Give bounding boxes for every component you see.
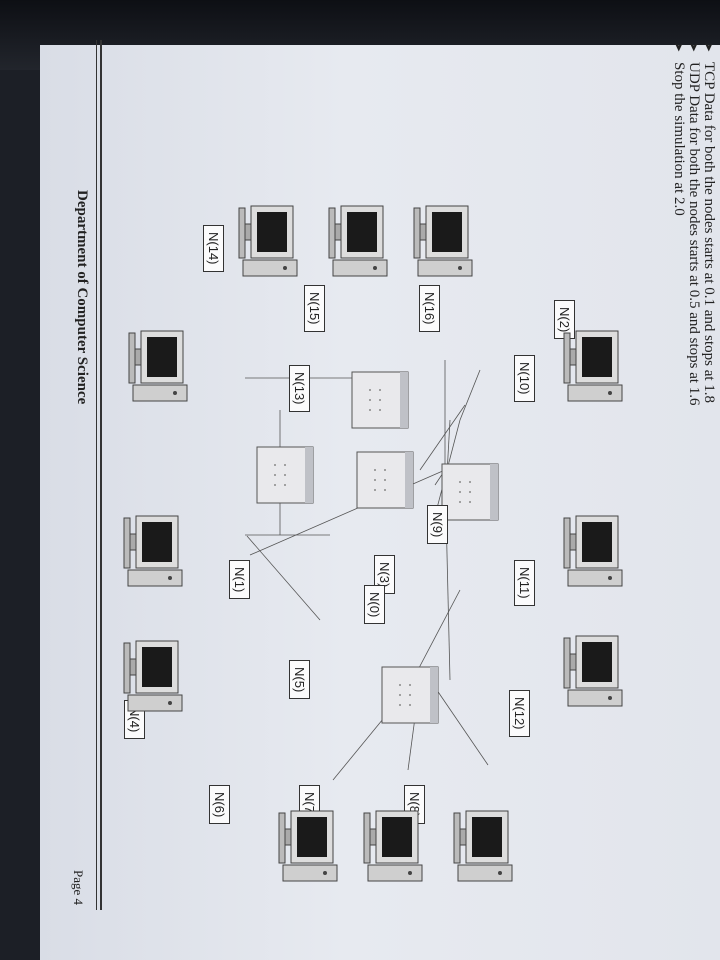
node-label-n9: N(9) [427, 505, 448, 545]
node-label-n6: N(6) [209, 785, 230, 825]
router-n13 [345, 370, 410, 430]
computer-icon [453, 810, 513, 882]
node-label-n15: N(15) [304, 285, 325, 332]
computer-icon [328, 205, 388, 277]
node-label-n5: N(5) [289, 660, 310, 700]
node-label-n12: N(12) [509, 690, 530, 737]
pc-n6 [445, 805, 530, 885]
node-label-n10: N(10) [514, 355, 535, 402]
computer-icon [278, 810, 338, 882]
pc-n15 [320, 200, 405, 280]
link [246, 535, 321, 621]
node-label-n13: N(13) [289, 365, 310, 412]
node-label-n1: N(1) [229, 560, 250, 600]
computer-icon [413, 205, 473, 277]
department-footer: Department of Computer Science [74, 190, 90, 405]
router-icon [356, 451, 414, 509]
router-n1 [435, 462, 500, 522]
computer-icon [123, 640, 183, 712]
computer-icon [563, 330, 623, 402]
pc-n4 [555, 630, 640, 710]
link [459, 369, 481, 421]
computer-icon [123, 515, 183, 587]
pc-n3 [555, 510, 640, 590]
footer-rule [96, 40, 97, 910]
link [429, 679, 489, 766]
node-label-n0: N(0) [364, 585, 385, 625]
computer-icon [563, 515, 623, 587]
footer-rule [100, 40, 102, 910]
router-n0 [350, 450, 415, 510]
node-label-n14: N(14) [203, 225, 224, 272]
pc-n7 [355, 805, 440, 885]
router-icon [381, 666, 439, 724]
computer-icon [363, 810, 423, 882]
router-n5 [375, 665, 440, 725]
node-label-n11: N(11) [514, 560, 535, 606]
computer-icon [128, 330, 188, 402]
pc-n11 [115, 510, 200, 590]
computer-icon [238, 205, 298, 277]
pc-n2 [555, 325, 640, 405]
router-icon [441, 463, 499, 521]
node-label-n16: N(16) [419, 285, 440, 332]
computer-icon [563, 635, 623, 707]
pc-n12 [115, 635, 200, 715]
router-n9 [250, 445, 315, 505]
pc-n8 [270, 805, 355, 885]
pc-n10 [120, 325, 205, 405]
router-icon [351, 371, 409, 429]
link [419, 404, 466, 471]
pc-n14 [230, 200, 315, 280]
pc-n16 [405, 200, 490, 280]
router-icon [256, 446, 314, 504]
page-number: Page 4 [71, 870, 86, 906]
